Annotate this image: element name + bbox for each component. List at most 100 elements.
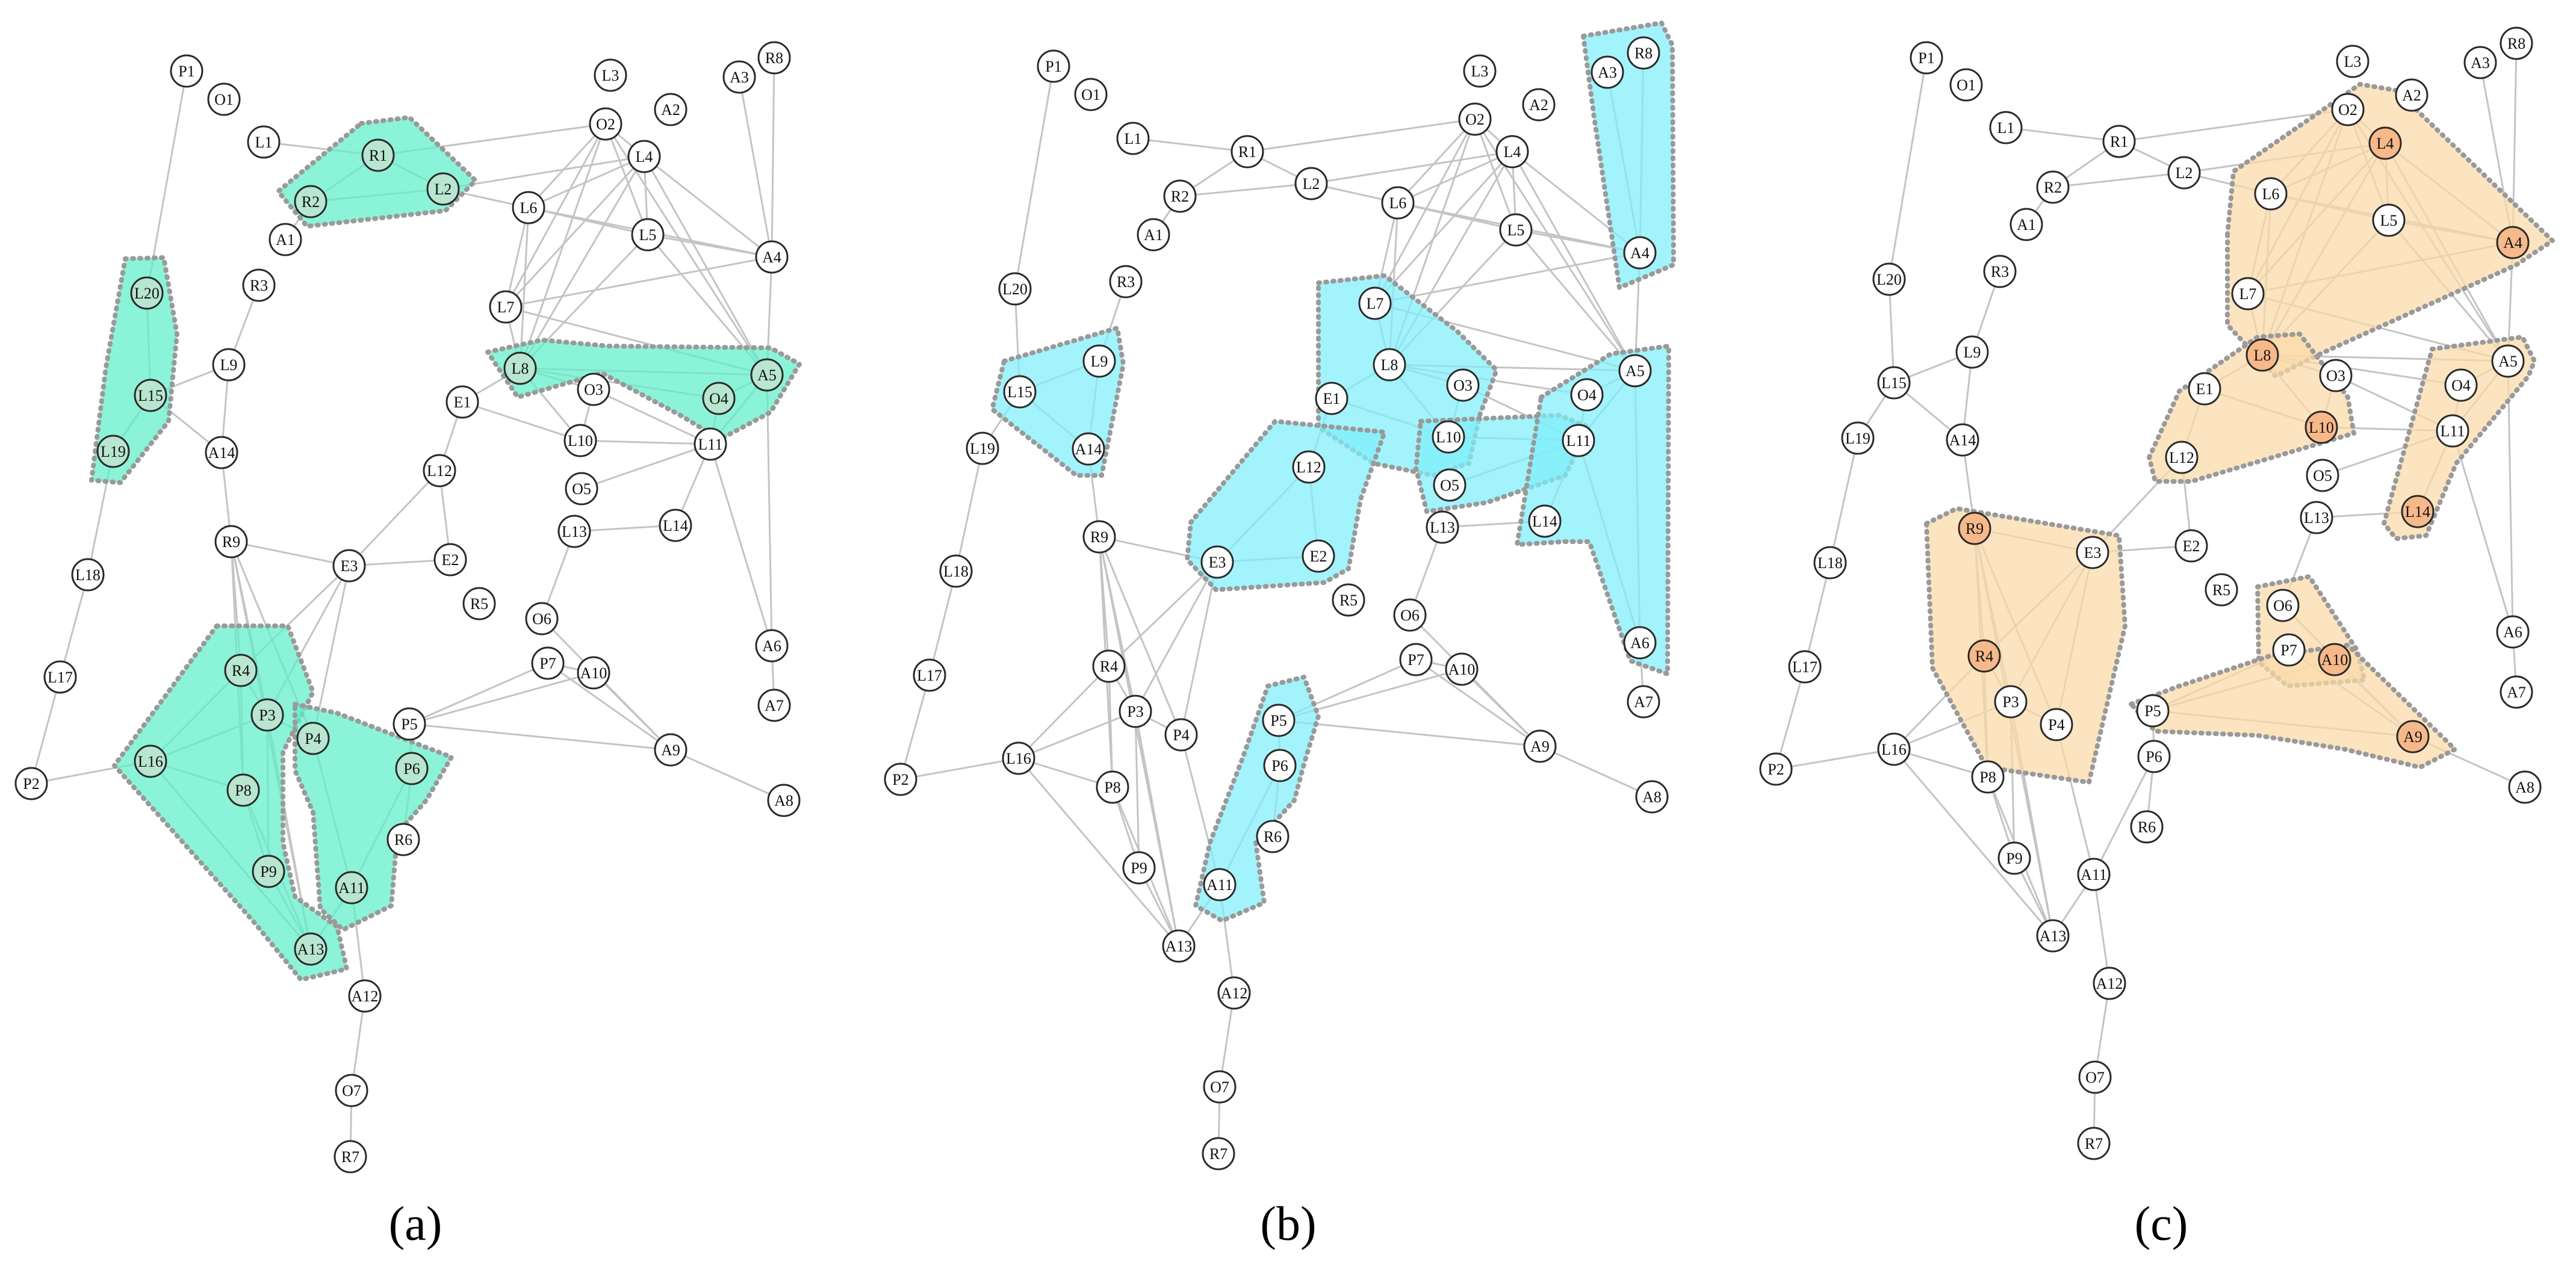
node-label: R5 (470, 595, 488, 613)
node-label: A11 (1206, 876, 1233, 894)
node-circle (1997, 841, 2031, 875)
edge-P3-L16 (1018, 710, 1136, 759)
node-P5: P5 (1262, 704, 1296, 737)
node-circle (134, 744, 167, 778)
node-label: L14 (1532, 513, 1557, 530)
node-circle (212, 348, 246, 382)
node-label: L5 (1507, 221, 1525, 239)
node-P4: P4 (296, 722, 330, 755)
node-circle (1591, 55, 1624, 89)
edge-L18-L17 (59, 574, 89, 678)
node-circle (1877, 366, 1911, 400)
node-circle (966, 431, 999, 465)
community-region (1185, 419, 1387, 592)
edge-A5-A6 (2507, 360, 2514, 632)
node-circle (1499, 213, 1533, 247)
node-label: L11 (2441, 422, 2465, 440)
node-circle (1971, 760, 2005, 794)
node-label: R2 (302, 193, 320, 211)
edge-L17-P2 (1775, 666, 1806, 770)
node-circle (252, 855, 285, 888)
node-circle (631, 218, 665, 252)
node-label: A5 (1625, 362, 1645, 380)
node-label: P7 (539, 655, 556, 672)
node-O3: O3 (577, 373, 610, 406)
node-circle (1203, 868, 1237, 902)
node-circle (2205, 573, 2238, 607)
node-R4: R4 (1967, 639, 2001, 673)
node-circle (1433, 468, 1466, 502)
node-label: P3 (2002, 693, 2019, 711)
node-O2: O2 (1458, 102, 1492, 136)
node-label: L12 (427, 462, 452, 480)
edge-R2-L2 (1179, 182, 1312, 197)
node-circle (1623, 236, 1657, 270)
edge-L13-L14 (574, 524, 676, 533)
node-circle (2395, 78, 2429, 112)
node-L2: L2 (426, 172, 460, 206)
node-circle (1262, 704, 1296, 737)
node-R7: R7 (2077, 1127, 2111, 1160)
node-label: A9 (2403, 728, 2422, 746)
node-R4: R4 (224, 654, 258, 687)
node-label: O3 (2326, 367, 2345, 385)
node-circle (2496, 615, 2530, 649)
node-circle (423, 454, 456, 487)
community-region (1193, 675, 1321, 923)
node-circle (1946, 423, 1979, 457)
edge-P3-P9 (1134, 711, 1140, 868)
node-R5: R5 (2205, 573, 2238, 607)
node-label: L6 (520, 199, 538, 217)
node-label: P3 (259, 707, 275, 724)
node-O7: O7 (2078, 1060, 2112, 1094)
node-circle (1983, 255, 2017, 288)
node-circle (134, 379, 167, 412)
node-label: P2 (1768, 761, 1784, 778)
node-R2: R2 (1163, 179, 1197, 213)
node-circle (1872, 262, 1906, 296)
node-L4: L4 (627, 140, 661, 173)
node-circle (445, 385, 479, 419)
node-circle (1446, 368, 1480, 402)
node-L15: L15 (1877, 366, 1911, 400)
edge-L1-R1 (1132, 137, 1248, 153)
node-circle (1788, 650, 1822, 684)
node-circle (1082, 344, 1116, 378)
node-O5: O5 (565, 472, 598, 506)
node-label: A1 (276, 231, 295, 249)
node-R7: R7 (1202, 1137, 1235, 1171)
edge-O2-L6 (1397, 118, 1476, 204)
node-L18: L18 (939, 554, 973, 588)
node-circle (1116, 122, 1150, 155)
node-O4: O4 (702, 382, 736, 415)
node-circle (334, 1140, 367, 1174)
node-A8: A8 (2508, 770, 2542, 804)
node-circle (242, 268, 276, 302)
node-A2: A2 (2395, 78, 2429, 112)
node-circle (1256, 820, 1290, 853)
edge-L19-L18 (1829, 438, 1859, 563)
node-P8: P8 (226, 773, 260, 807)
node-label: O3 (584, 381, 603, 398)
node-label: E3 (341, 557, 358, 575)
node-circle (1164, 718, 1198, 752)
community-region (1924, 506, 2128, 785)
node-circle (1399, 643, 1433, 676)
node-L15: L15 (1003, 375, 1037, 409)
node-R9: R9 (1958, 512, 1991, 545)
node-circle (2077, 1127, 2111, 1160)
node-label: P8 (1104, 779, 1120, 796)
node-label: L7 (2239, 285, 2257, 303)
node-L14: L14 (2401, 495, 2435, 528)
node-label: A6 (1630, 634, 1650, 652)
node-circle (2500, 675, 2533, 709)
node-R8: R8 (757, 41, 791, 75)
node-R1: R1 (361, 138, 395, 172)
edge-L17-P2 (30, 676, 61, 784)
node-L10: L10 (1432, 420, 1465, 454)
node-L19: L19 (1841, 421, 1875, 455)
node-label: L9 (1964, 344, 1981, 361)
node-circle (1231, 135, 1264, 169)
node-label: E2 (1310, 548, 1327, 565)
node-R6: R6 (2130, 810, 2164, 844)
